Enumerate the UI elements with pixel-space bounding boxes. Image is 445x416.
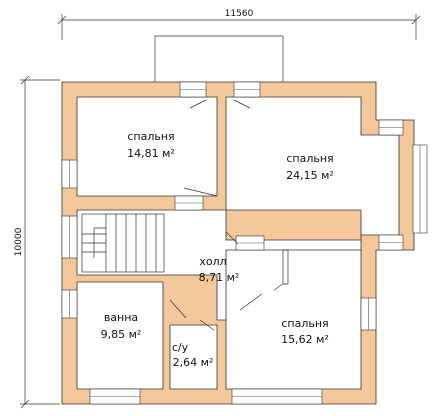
balcony-outline [154,35,284,85]
room-name: ванна [104,311,138,324]
width-dimension-label: 11560 [225,9,254,19]
room-hall: холл 8,71 м² [199,255,240,284]
dimension-top: 11560 [57,9,421,40]
room-toilet: с/у 2,64 м² [172,341,213,369]
room-name: спальня [127,130,174,143]
doors [169,99,289,331]
windows [61,81,428,405]
room-area: 8,71 м² [199,271,240,284]
room-area: 14,81 м² [127,147,175,160]
staircase [81,213,165,273]
room-name: спальня [286,152,333,165]
room-area: 24,15 м² [286,169,334,182]
room-name: с/у [172,341,189,354]
room-bedroom-3: спальня 15,62 м² [281,317,329,346]
room-bedroom-1: спальня 14,81 м² [127,130,175,160]
room-area: 9,85 м² [101,328,142,341]
room-bedroom-2: спальня 24,15 м² [286,152,334,182]
room-bathroom: ванна 9,85 м² [101,311,142,341]
room-name: спальня [281,317,328,330]
height-dimension-label: 10000 [14,227,24,256]
room-area: 2,64 м² [173,356,214,369]
room-area: 15,62 м² [281,333,329,346]
room-name: холл [199,255,226,268]
dimension-left: 10000 [14,75,60,409]
